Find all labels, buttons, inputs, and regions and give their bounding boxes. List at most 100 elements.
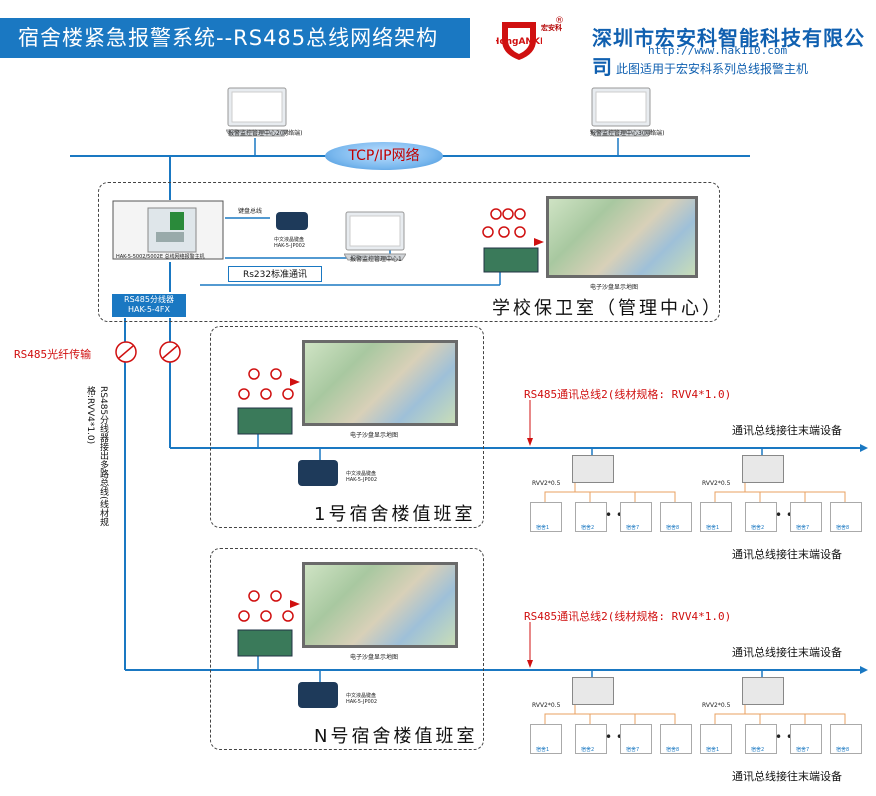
- main-map-label: 电子沙盘显示地图: [590, 284, 639, 291]
- dorm-n-bus-label: RS485通讯总线2(线材规格: RVV4*1.0): [524, 610, 732, 623]
- logo-subtitle: 宏安科: [541, 24, 562, 32]
- company-note: 此图适用于宏安科系列总线报警主机: [616, 62, 809, 76]
- dorm-unit-button-icon: [700, 724, 732, 754]
- dorm-1-room-title: 1号宿舍楼值班室: [314, 504, 476, 525]
- splitter-line-2: HAK-5-4FX: [128, 305, 170, 314]
- dorm-unit-button-icon: [530, 502, 562, 532]
- dorm-n-end-label-bottom: 通讯总线接往末端设备: [732, 770, 842, 783]
- monitor-center-1-label: 报警监控管理中心1: [350, 256, 402, 263]
- fiber-converter-icon: [159, 341, 181, 363]
- dorm-unit-label: 宿舍2: [751, 525, 765, 531]
- dorm-unit-button-icon: [660, 724, 692, 754]
- dorm-unit-label: 宿舍1: [536, 525, 550, 531]
- registered-mark: ®: [555, 16, 564, 26]
- splitter-vertical-label: RS485分线器接出多路总线(线材规格:RVV4*1.0): [85, 386, 108, 527]
- dorm-unit-label: 宿舍8: [836, 747, 850, 753]
- ellipsis-dots: • •: [775, 730, 793, 744]
- page-title: 宿舍楼紧急报警系统--RS485总线网络架构: [0, 18, 470, 58]
- tcp-ip-network-cloud: TCP/IP网络: [325, 142, 443, 170]
- dorm-1-rvv-label: RVV2*0.5: [532, 480, 561, 487]
- dorm-unit-label: 宿舍1: [536, 747, 550, 753]
- dorm-unit-button-icon: [830, 502, 862, 532]
- dorm-unit-label: 宿舍1: [706, 525, 720, 531]
- dorm-unit-label: 宿舍2: [581, 525, 595, 531]
- alarm-host-icon: [112, 200, 224, 260]
- company-logo-icon: HongANKE: [496, 22, 542, 60]
- dorm-unit-button-icon: [830, 724, 862, 754]
- dorm-unit-label: 宿舍7: [626, 525, 640, 531]
- monitor-center-3-icon: [590, 87, 652, 137]
- dorm-n-kbd-label-1: 中文液晶键盘: [346, 693, 377, 699]
- ellipsis-dots: • •: [775, 508, 793, 522]
- dorm-1-end-label-bottom: 通讯总线接往末端设备: [732, 548, 842, 561]
- company-url: http://www.hak110.com: [648, 44, 788, 57]
- dorm-unit-button-icon: [660, 502, 692, 532]
- dorm-unit-button-icon: [575, 724, 607, 754]
- dorm-unit-label: 宿舍8: [666, 747, 680, 753]
- monitor-center-3-label: 报警监控管理中心3(网络端): [590, 130, 665, 137]
- bus-module-icon: [572, 455, 614, 483]
- monitor-center-2-label: 报警监控管理中心2(网络端): [228, 130, 303, 137]
- dorm-n-end-label: 通讯总线接往末端设备: [732, 646, 842, 659]
- dorm-unit-button-icon: [745, 724, 777, 754]
- bus-module-icon: [742, 677, 784, 705]
- dorm-unit-button-icon: [745, 502, 777, 532]
- lcd-keyboard-icon: [298, 682, 338, 708]
- dorm-n-kbd-label-2: HAK-5-JP002: [346, 699, 378, 705]
- rs232-label: Rs232标准通讯: [228, 266, 322, 282]
- dorm-unit-button-icon: [530, 724, 562, 754]
- dorm-1-room-box: [210, 326, 484, 528]
- keyboard-label-2: HAK-5-JP002: [274, 243, 306, 249]
- dorm-unit-button-icon: [700, 502, 732, 532]
- ellipsis-dots: • •: [605, 730, 623, 744]
- dorm-unit-label: 宿舍7: [796, 747, 810, 753]
- dorm-unit-label: 宿舍1: [706, 747, 720, 753]
- splitter-line-1: RS485分线器: [124, 295, 174, 304]
- dorm-n-room-title: N号宿舍楼值班室: [314, 726, 478, 747]
- alarm-host-label: HAK-5-5002/5002E 总线网络报警主机: [116, 254, 205, 260]
- dorm-unit-label: 宿舍2: [751, 747, 765, 753]
- alarm-lamp-panel-icon: [237, 368, 300, 435]
- dorm-1-kbd-label-1: 中文液晶键盘: [346, 471, 377, 477]
- dorm-unit-button-icon: [620, 502, 652, 532]
- sand-table-map-dorm-n: [302, 562, 458, 648]
- ellipsis-dots: • •: [605, 508, 623, 522]
- dorm-unit-button-icon: [790, 724, 822, 754]
- keyboard-label-1: 中文液晶键盘: [274, 237, 305, 243]
- dorm-unit-label: 宿舍7: [796, 525, 810, 531]
- dorm-1-map-label: 电子沙盘显示地图: [350, 432, 399, 439]
- dorm-unit-label: 宿舍8: [836, 525, 850, 531]
- dorm-unit-label: 宿舍7: [626, 747, 640, 753]
- dorm-unit-button-icon: [575, 502, 607, 532]
- dorm-n-rvv-label-2: RVV2*0.5: [702, 702, 731, 709]
- dorm-unit-button-icon: [790, 502, 822, 532]
- alarm-lamp-panel-icon: [237, 590, 300, 657]
- dorm-unit-label: 宿舍2: [581, 747, 595, 753]
- company-name: 深圳市宏安科智能科技有限公司: [592, 26, 865, 79]
- lcd-keyboard-icon: [298, 460, 338, 486]
- fiber-converter-icon: [115, 341, 137, 363]
- rs485-splitter-box: RS485分线器 HAK-5-4FX: [112, 294, 186, 317]
- logo-text: HongANKE: [496, 37, 542, 47]
- main-room-box: [98, 182, 720, 322]
- dorm-n-room-box: [210, 548, 484, 750]
- dorm-n-map-label: 电子沙盘显示地图: [350, 654, 399, 661]
- alarm-lamp-panel-icon: [482, 208, 544, 273]
- lcd-keyboard-icon: [276, 212, 308, 230]
- sand-table-map-dorm-1: [302, 340, 458, 426]
- sand-table-map-main: [546, 196, 698, 278]
- dorm-1-kbd-label-2: HAK-5-JP002: [346, 477, 378, 483]
- dorm-1-rvv-label-2: RVV2*0.5: [702, 480, 731, 487]
- dorm-1-end-label: 通讯总线接往末端设备: [732, 424, 842, 437]
- dorm-1-bus-label: RS485通讯总线2(线材规格: RVV4*1.0): [524, 388, 732, 401]
- monitor-center-1-icon: [344, 211, 406, 261]
- bus-module-icon: [742, 455, 784, 483]
- bus-module-icon: [572, 677, 614, 705]
- fiber-transmission-label: RS485光纤传输: [14, 348, 92, 361]
- dorm-n-rvv-label: RVV2*0.5: [532, 702, 561, 709]
- dorm-unit-button-icon: [620, 724, 652, 754]
- main-room-title: 学校保卫室（管理中心）: [492, 298, 723, 319]
- monitor-center-2-icon: [226, 87, 288, 137]
- dorm-unit-label: 宿舍8: [666, 525, 680, 531]
